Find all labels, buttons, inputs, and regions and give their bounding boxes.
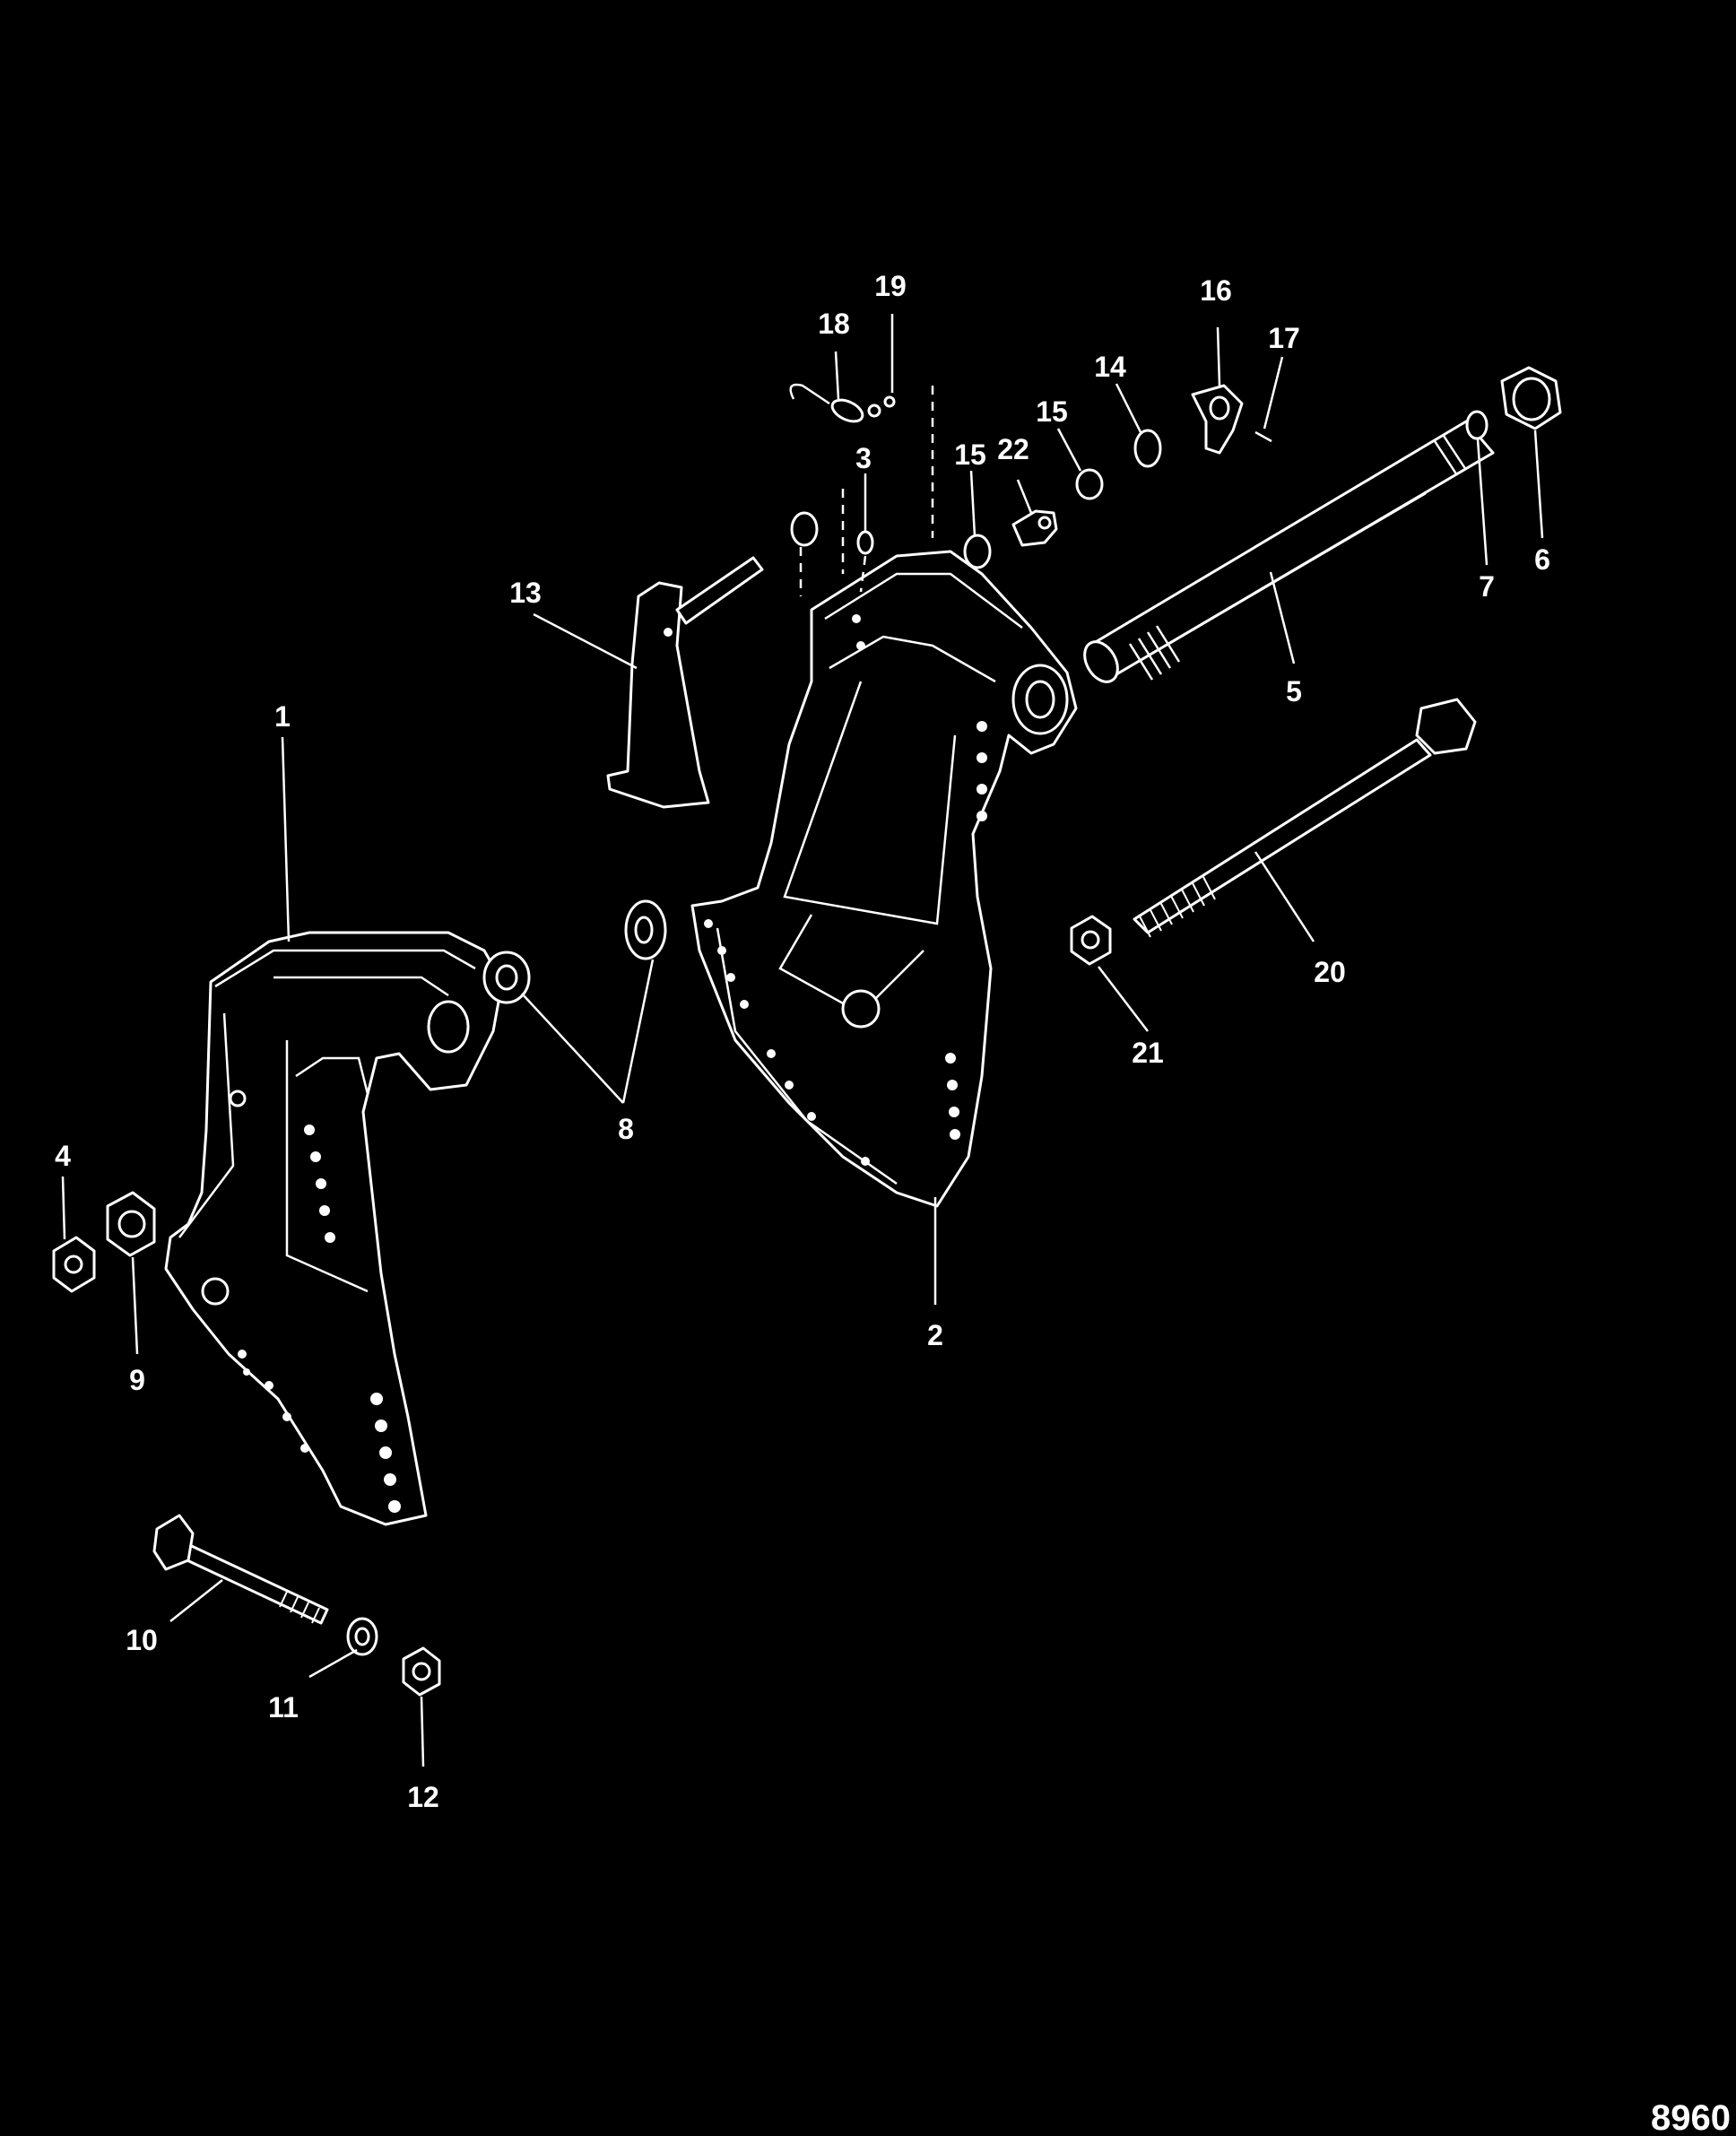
callout-18: 18 bbox=[818, 308, 850, 340]
washer-11 bbox=[346, 1617, 378, 1656]
bushing-15b bbox=[1075, 468, 1104, 500]
tilt-tube bbox=[1083, 420, 1495, 683]
latch-22 bbox=[1011, 509, 1058, 547]
figure-number: 8960 bbox=[1651, 2098, 1731, 2136]
nut-6 bbox=[1500, 366, 1562, 430]
cam-16 bbox=[1191, 384, 1244, 455]
bushing-3 bbox=[856, 530, 874, 555]
tilt-lever bbox=[606, 556, 764, 809]
callout-4: 4 bbox=[55, 1140, 71, 1172]
callout-21: 21 bbox=[1132, 1037, 1164, 1069]
clamp-bracket-left bbox=[164, 931, 504, 1526]
nut-4 bbox=[52, 1236, 96, 1293]
nut-21 bbox=[1070, 915, 1112, 966]
leader-lines bbox=[61, 314, 1544, 1767]
callout-3: 3 bbox=[855, 442, 872, 474]
callout-12: 12 bbox=[407, 1781, 439, 1813]
bushing-15a bbox=[963, 534, 992, 569]
callout-17: 17 bbox=[1268, 322, 1300, 354]
nut-12 bbox=[402, 1646, 441, 1697]
washer-8a bbox=[482, 951, 531, 1004]
washer-7 bbox=[1465, 410, 1489, 440]
callout-1: 1 bbox=[274, 700, 291, 733]
callout-labels: 1 2 3 4 5 6 7 8 9 10 11 12 13 14 15 15 1… bbox=[55, 270, 1550, 1813]
nut-9 bbox=[106, 1191, 156, 1257]
long-bolt bbox=[1133, 698, 1477, 938]
plug-left bbox=[790, 511, 819, 547]
washer-8b bbox=[624, 899, 667, 960]
callout-9: 9 bbox=[129, 1364, 145, 1396]
callout-22: 22 bbox=[997, 433, 1029, 465]
callout-2: 2 bbox=[927, 1319, 943, 1351]
callout-15b: 15 bbox=[1036, 395, 1068, 428]
callout-5: 5 bbox=[1286, 675, 1302, 708]
callout-13: 13 bbox=[509, 577, 542, 609]
callout-14: 14 bbox=[1094, 351, 1126, 383]
clamp-bracket-right bbox=[690, 550, 1078, 1208]
callout-15a: 15 bbox=[954, 438, 986, 471]
callout-6: 6 bbox=[1534, 543, 1550, 576]
pin-17 bbox=[1254, 430, 1272, 443]
spring-18 bbox=[789, 383, 864, 423]
callout-8: 8 bbox=[618, 1113, 634, 1145]
callout-19: 19 bbox=[874, 270, 907, 302]
callout-20: 20 bbox=[1314, 956, 1346, 988]
pins-19 bbox=[867, 395, 896, 418]
callout-7: 7 bbox=[1479, 570, 1495, 603]
callout-16: 16 bbox=[1200, 274, 1232, 307]
callout-10: 10 bbox=[126, 1624, 158, 1656]
clip-14 bbox=[1133, 429, 1162, 468]
callout-11: 11 bbox=[268, 1691, 299, 1724]
short-bolt bbox=[152, 1514, 329, 1625]
